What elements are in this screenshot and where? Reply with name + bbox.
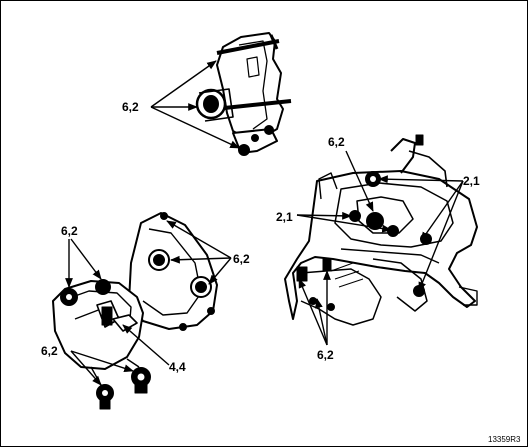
left-mount-center-torque-label: 4,4 bbox=[169, 360, 186, 374]
left-mount-right-torque-label: 6,2 bbox=[233, 252, 250, 266]
right-mount-assembly bbox=[284, 134, 478, 326]
top-mount-callout: 6,2 bbox=[122, 60, 240, 149]
left-mount-callouts: 6,2 6,2 6,2 4,4 bbox=[41, 220, 250, 386]
left-mount-assembly bbox=[52, 212, 218, 410]
right-mount-top-torque-label: 6,2 bbox=[328, 135, 345, 149]
right-mount-left-torque-label: 2,1 bbox=[276, 210, 293, 224]
left-mount-top-left-torque-label: 6,2 bbox=[61, 224, 78, 238]
top-mount-torque-label: 6,2 bbox=[122, 100, 139, 114]
reference-code: 13359R3 bbox=[488, 435, 521, 444]
top-mount-assembly bbox=[195, 32, 292, 156]
right-mount-callouts: 6,2 2,1 2,1 6,2 bbox=[276, 135, 480, 362]
right-mount-bottom-torque-label: 6,2 bbox=[317, 348, 334, 362]
left-mount-bottom-left-torque-label: 6,2 bbox=[41, 344, 58, 358]
right-mount-right-torque-label: 2,1 bbox=[463, 174, 480, 188]
